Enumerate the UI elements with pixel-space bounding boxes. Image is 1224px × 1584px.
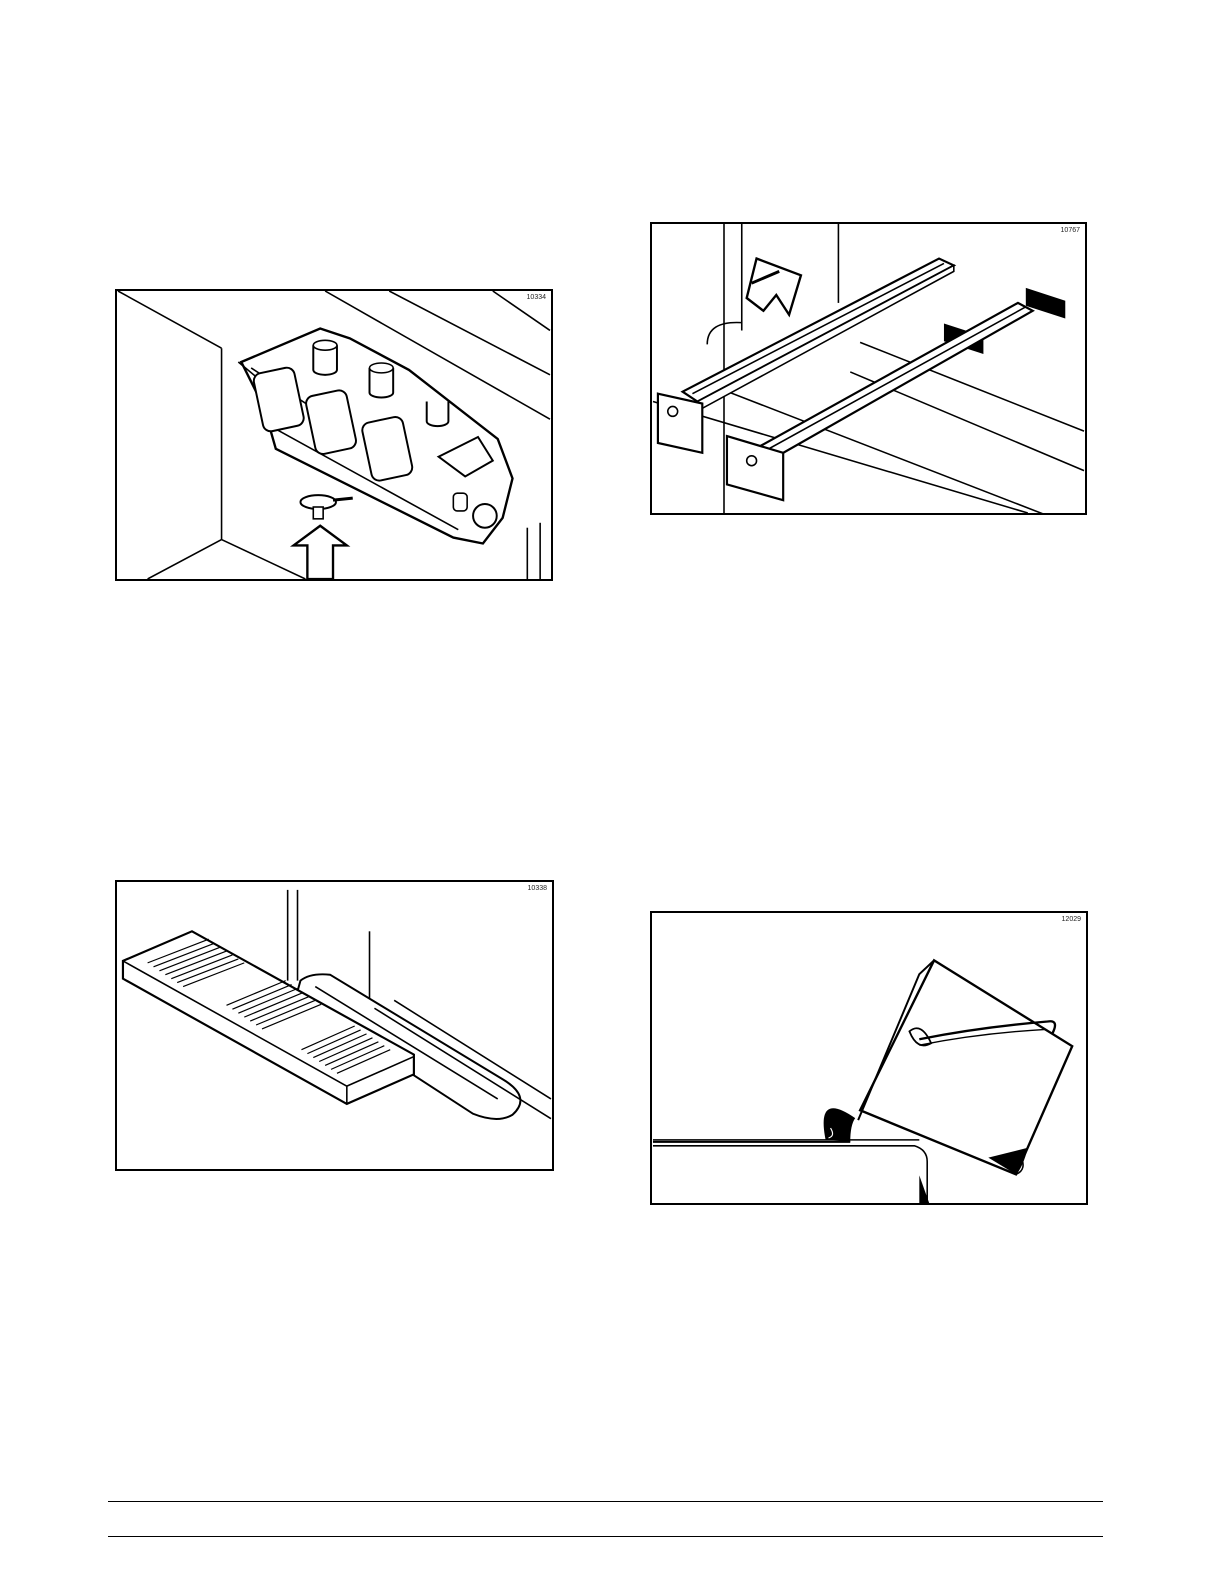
drip-trays-illustration xyxy=(652,224,1085,513)
drip-tray-grate-illustration xyxy=(117,882,552,1169)
footer-rule-top xyxy=(108,1501,1103,1502)
figure-drip-trays: 10767 xyxy=(650,222,1087,515)
figure-drip-tray-grate: 10338 xyxy=(115,880,554,1171)
footer-rule-bottom xyxy=(108,1536,1103,1537)
figure-dispenser-assembly: 10334 xyxy=(115,289,553,581)
dispenser-illustration xyxy=(117,291,551,579)
figure-pouring-mix: 12029 xyxy=(650,911,1088,1205)
pouring-mix-illustration xyxy=(652,913,1086,1203)
